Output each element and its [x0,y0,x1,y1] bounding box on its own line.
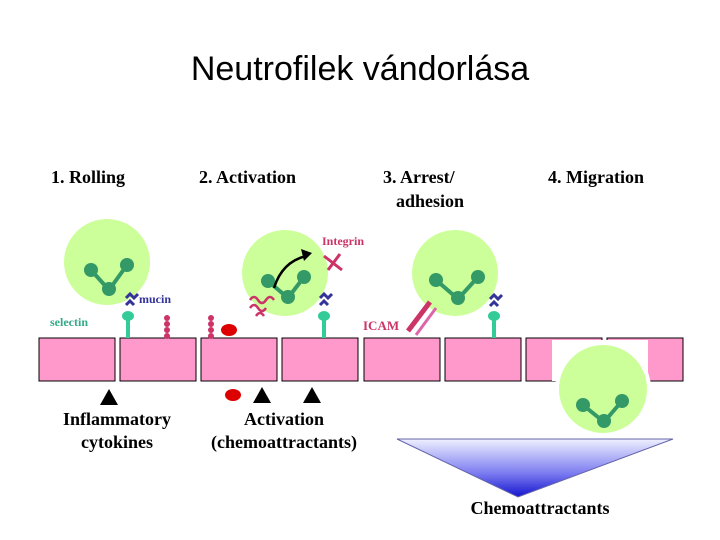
endothelial-cell [119,337,197,382]
up-arrow-icon [100,389,118,405]
page-title: Neutrofilek vándorlása [190,50,530,88]
label-integrin: Integrin [322,234,364,248]
chemoattractant-gradient [396,438,674,498]
label-inflammatory-line1: Inflammatory [63,409,171,429]
label-inflammatory-cytokines: Inflammatory cytokines [47,408,187,454]
label-inflammatory-line2: cytokines [81,432,153,452]
step-migration: 4. Migration [548,167,644,187]
label-activation-chemoattractants: Activation (chemoattractants) [196,408,372,454]
label-chemoattractants: Chemoattractants [470,498,610,518]
label-selectin: selectin [50,315,88,329]
mucin-ligands [124,291,504,308]
chemokine-dots [221,324,241,401]
up-arrow-icon [303,387,321,403]
step-arrest-line1: 3. Arrest/ [383,167,455,187]
stimulus-arrows [100,387,321,405]
integrin-inactive-icon [323,253,343,272]
label-activation-line1: Activation [244,409,324,429]
label-activation-line2: (chemoattractants) [211,432,357,452]
step-rolling: 1. Rolling [51,167,126,187]
endothelial-cell [200,337,278,382]
activation-signal-arrow [272,249,312,289]
endothelial-cell [444,337,522,382]
endothelial-cell [281,337,359,382]
neutrophil-activation [242,230,328,316]
icam-integrin-binding [406,300,438,336]
step-activation: 2. Activation [199,167,296,187]
up-arrow-icon [253,387,271,403]
selectin-receptors [122,311,500,338]
neutrophil-arrest [412,230,498,316]
label-mucin: mucin [139,292,172,306]
step-arrest-line2: adhesion [396,191,465,211]
chemokine-receptor-coil [248,295,276,317]
neutrophil-migrating [552,340,651,437]
endothelial-cell [38,337,116,382]
endothelial-cell [363,337,441,382]
integrin-beads [164,315,214,339]
label-icam: ICAM [363,318,400,333]
neutrophil-rolling [64,219,150,305]
